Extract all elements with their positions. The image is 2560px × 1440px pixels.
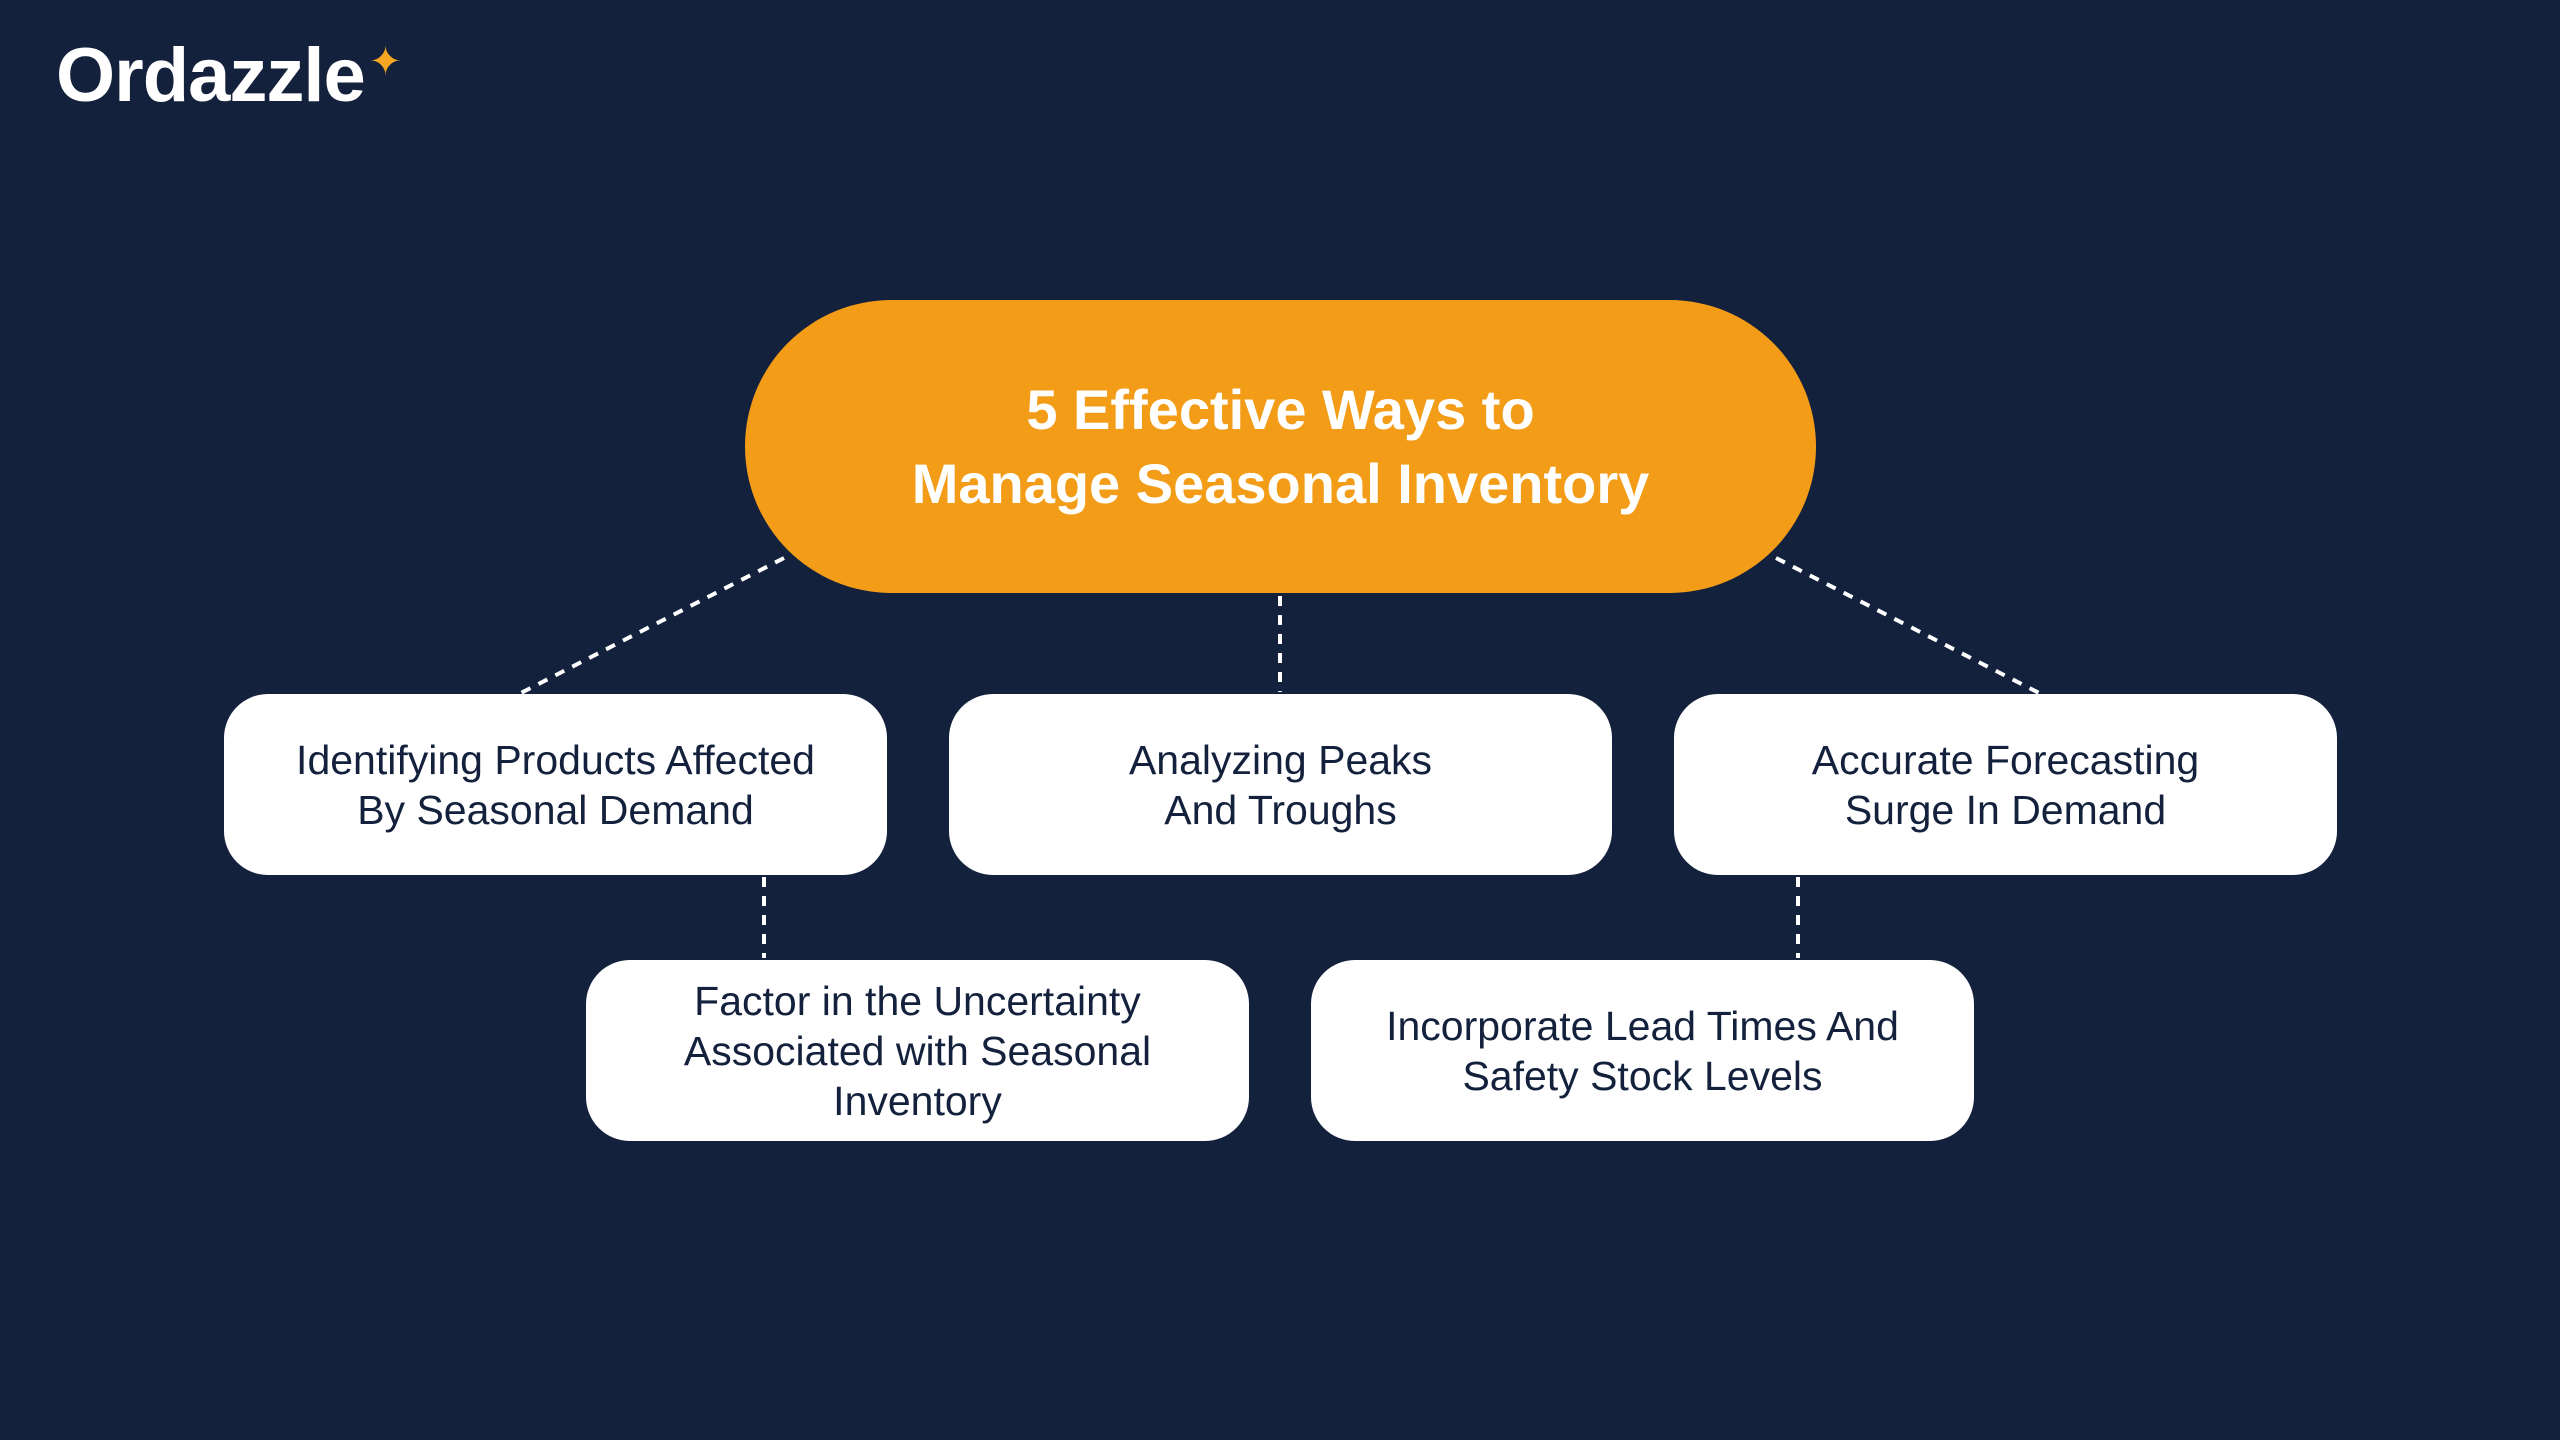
- item-box-2: Analyzing Peaks And Troughs: [949, 694, 1612, 875]
- ordazzle-logo: Ordazzle: [56, 33, 366, 118]
- connector-right: [1775, 556, 2042, 696]
- connector-left: [518, 556, 785, 696]
- title-line-2: Manage Seasonal Inventory: [911, 451, 1650, 515]
- item-box-4: Factor in the Uncertainty Associated wit…: [586, 960, 1249, 1141]
- star-icon: ✦: [368, 40, 403, 84]
- logo: Ordazzle ✦: [56, 34, 402, 118]
- item-box-3: Accurate Forecasting Surge In Demand: [1674, 694, 2337, 875]
- title-line-1: 5 Effective Ways to: [1026, 377, 1535, 441]
- item-box-5: Incorporate Lead Times And Safety Stock …: [1311, 960, 1974, 1141]
- title-pill: 5 Effective Ways to Manage Seasonal Inve…: [745, 300, 1816, 593]
- item-box-1: Identifying Products Affected By Seasona…: [224, 694, 887, 875]
